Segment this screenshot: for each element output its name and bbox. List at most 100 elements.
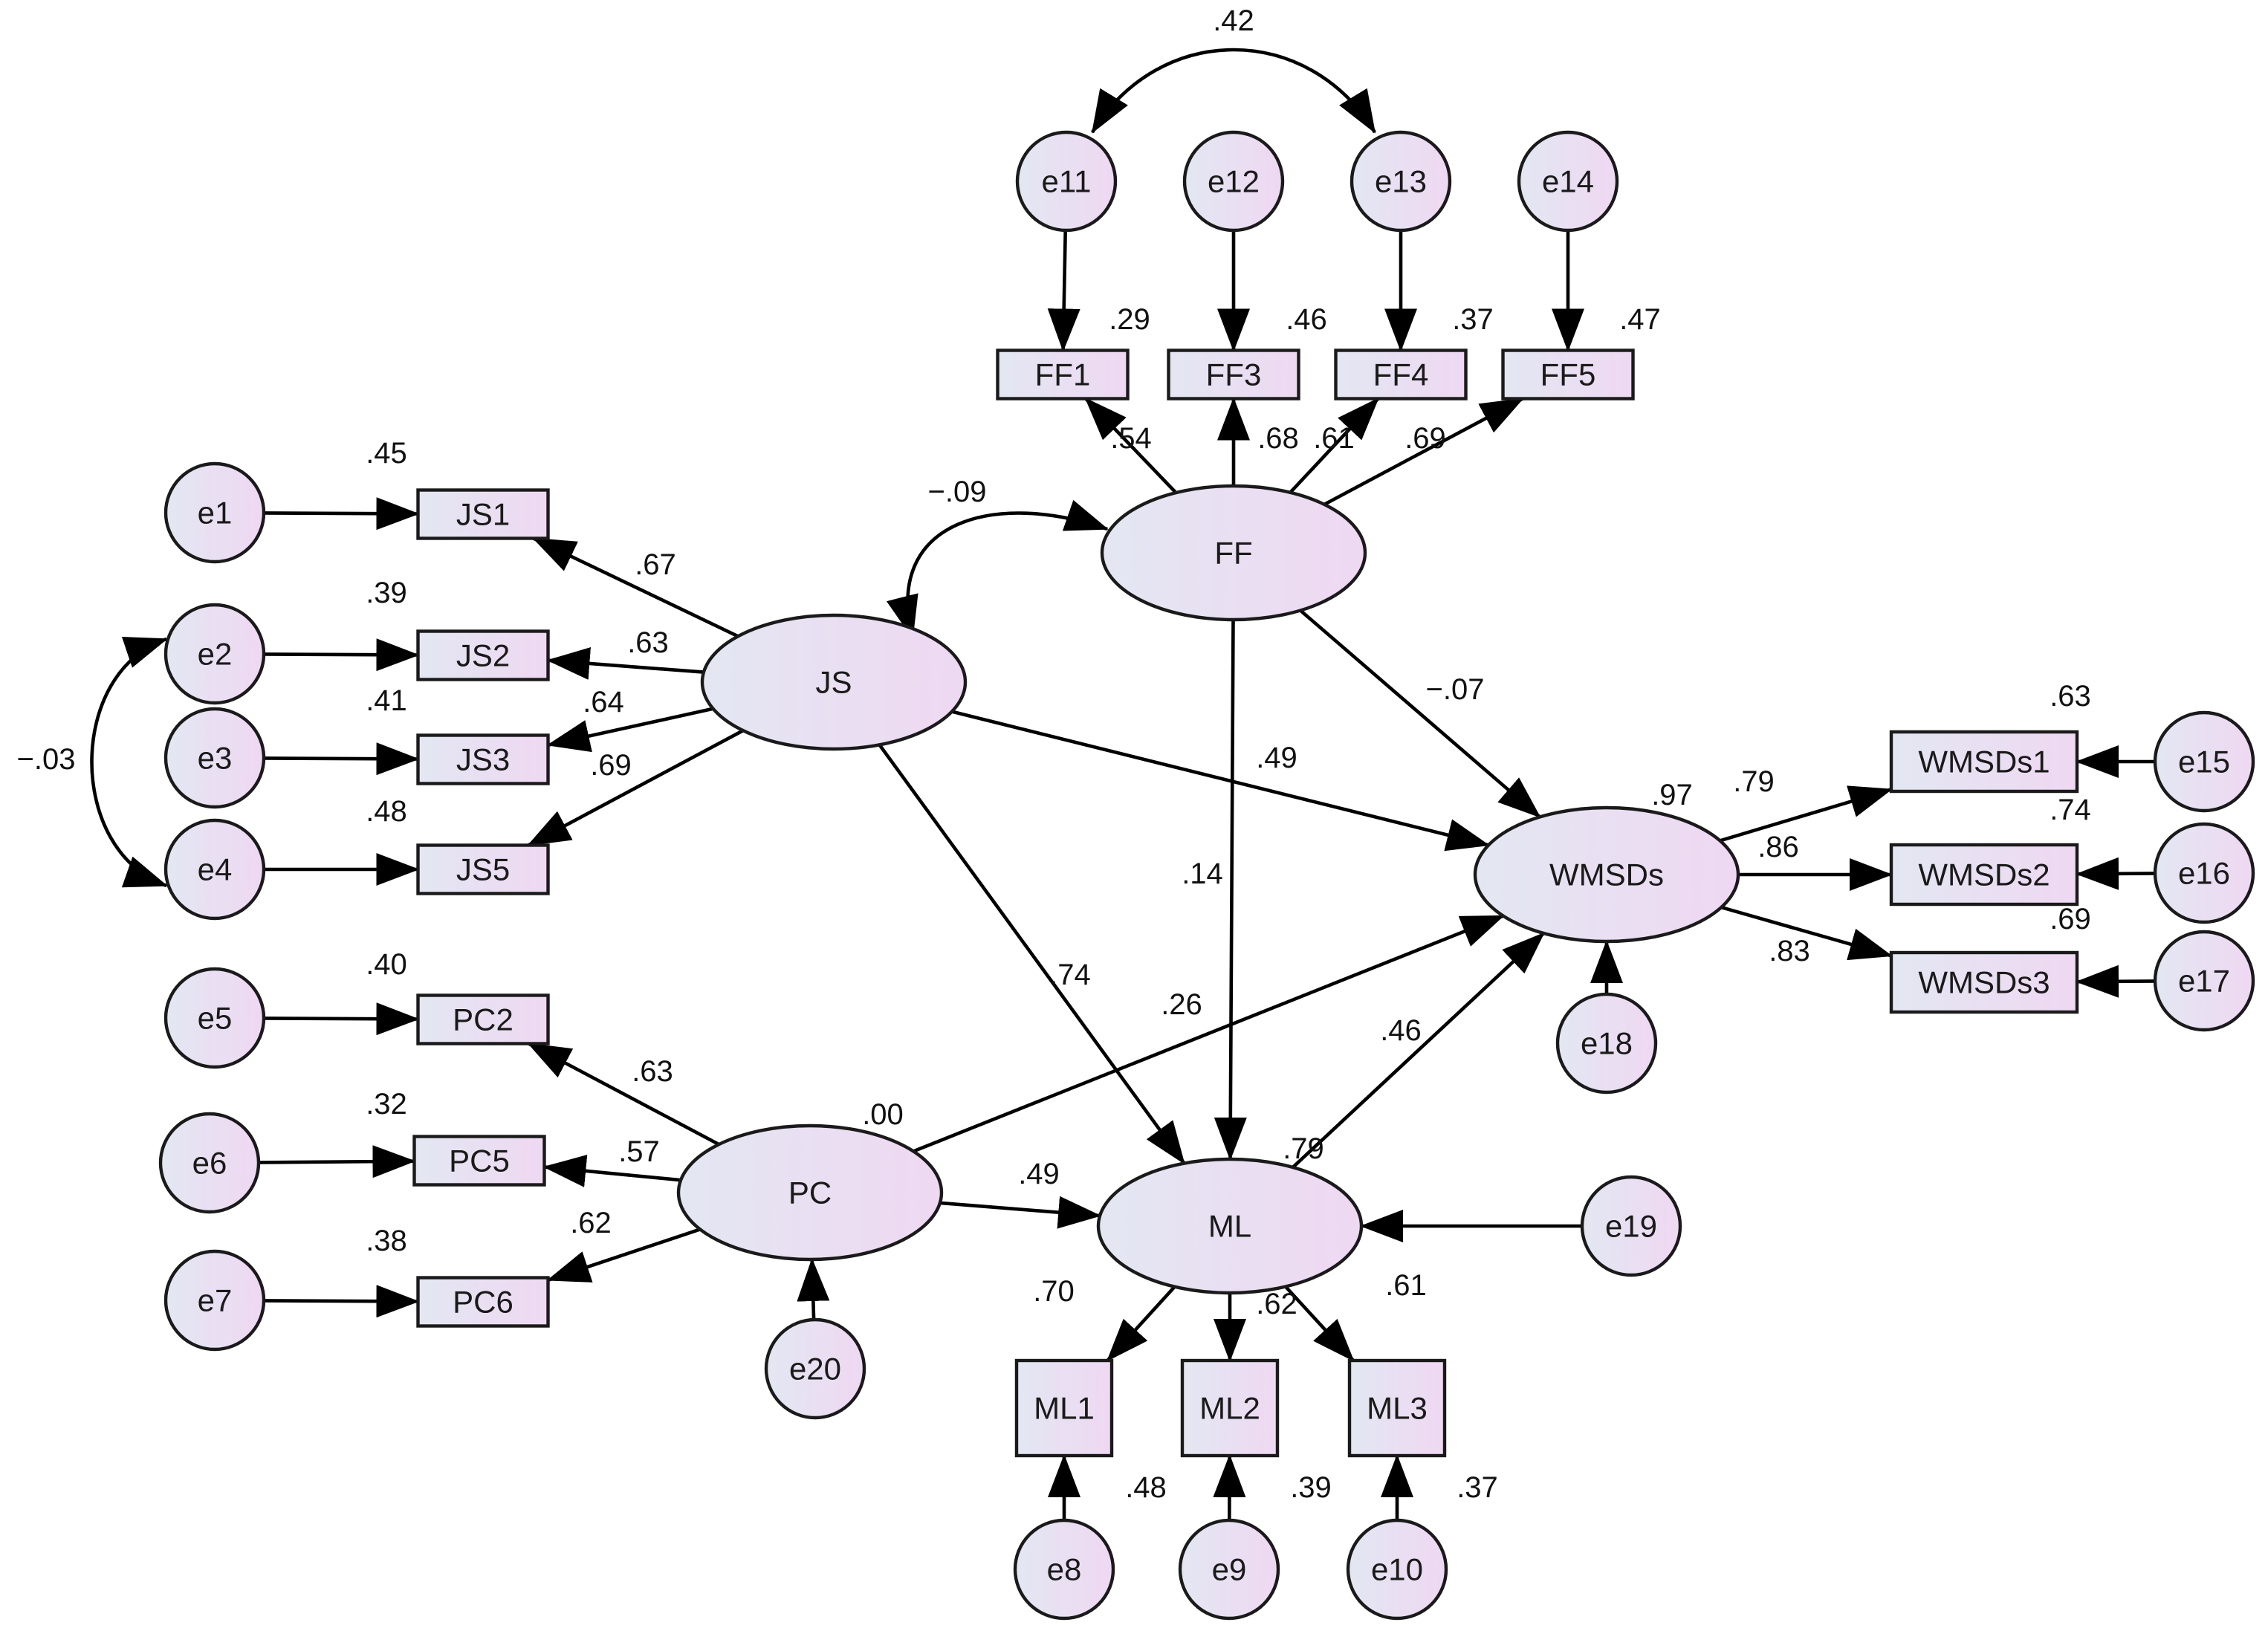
indicator-pc2: PC2 [416,993,550,1045]
circle-shape [1178,1518,1280,1621]
error-term-e10: e10 [1346,1518,1448,1621]
path-js-to-ml [878,744,1186,1165]
rect-shape [1167,348,1300,401]
circle-shape [2153,930,2255,1032]
path-ml-to-ml1 [1106,1285,1176,1362]
error-term-e16: e16 [2153,822,2255,924]
error-term-e4: e4 [163,818,266,921]
circle-shape [163,1249,266,1352]
r-squared-pc6: .38 [366,1225,407,1257]
indicator-wmsds1: WMSDs1 [1889,730,2079,794]
coef-pc-pc6: .62 [570,1207,612,1239]
circle-shape [1580,1175,1682,1277]
covariance-coef-js-ff: −.09 [928,476,987,508]
path-pc-to-pc2 [527,1042,720,1147]
coef-wmsds-wmsds1: .79 [1733,765,1775,798]
rect-shape [1180,1358,1280,1458]
node-label-ml1: ML1 [1034,1391,1095,1426]
node-label-ml: ML [1208,1209,1251,1244]
indicator-wmsds3: WMSDs3 [1889,950,2079,1014]
r-squared-pc2: .40 [366,948,407,981]
rect-shape [1501,348,1635,401]
path-e3-to-js3 [263,742,420,776]
r-squared-js5: .48 [366,795,407,828]
path-e5-to-pc2 [263,1002,420,1036]
coef-wmsds-wmsds3: .83 [1769,935,1810,967]
error-term-e2: e2 [163,603,266,705]
coef-ff-ff1: .54 [1110,422,1152,455]
rect-shape [416,1276,550,1328]
node-label-wmsds2: WMSDs2 [1918,857,2050,892]
coef-pc-pc5: .57 [618,1135,660,1168]
coef-ml-ml1: .70 [1033,1275,1075,1308]
rect-shape [1347,1358,1447,1458]
path-e16-to-wmsds2 [2076,857,2156,890]
indicator-wmsds2: WMSDs2 [1889,843,2079,907]
node-label-e16: e16 [2178,856,2230,891]
coef-js-js1: .67 [635,548,676,581]
path-ff-to-ml [1214,619,1247,1161]
r-squared-wmsds1: .63 [2050,680,2091,713]
coef-ff-ff3: .68 [1257,422,1299,455]
indicator-ff1: FF1 [996,348,1130,401]
error-term-e3: e3 [163,707,266,809]
r-squared-js2: .39 [366,577,407,609]
node-label-e20: e20 [789,1352,841,1387]
ellipse-shape [700,613,968,751]
circle-shape [1013,1518,1115,1621]
r-squared-ml: .79 [1283,1132,1324,1165]
circle-shape [2153,822,2255,924]
node-label-pc5: PC5 [449,1144,510,1178]
r-squared-pc: .00 [862,1098,904,1131]
node-label-js3: JS3 [456,742,510,777]
coef-ml-ml2: .62 [1256,1288,1297,1320]
coefficient-layer: .67 .63 .64 .69 .63 .57 .62 .54 .68 .61 .69 .70 .62.… [17,4,2091,1504]
indicator-js5: JS5 [416,843,550,895]
node-label-e13: e13 [1375,164,1427,199]
error-term-e15: e15 [2153,710,2255,813]
node-label-e5: e5 [198,1001,233,1036]
r-squared-ff4: .37 [1452,303,1494,336]
circle-shape [1182,130,1285,233]
indicator-ml3: ML3 [1347,1358,1447,1458]
rect-shape [416,843,550,895]
coef-ff-ff5: .69 [1404,422,1446,455]
path-pc-to-ml [939,1196,1102,1229]
r-squared-wmsds3: .69 [2050,903,2091,936]
path-js-to-js1 [532,536,739,638]
error-term-e18: e18 [1555,992,1658,1095]
circle-shape [163,461,266,564]
path-ff-to-ff1 [1084,397,1178,494]
coef-pc-ml: .49 [1018,1158,1060,1190]
path-js-to-js2 [546,647,704,680]
rect-shape [412,1135,546,1187]
indicator-pc6: PC6 [416,1276,550,1328]
error-term-e5: e5 [163,967,266,1069]
coef-js-ml: .74 [1049,959,1091,991]
node-label-ff5: FF5 [1540,357,1596,392]
path-wmsds-to-wmsds3 [1720,905,1893,961]
indicator-ff3: FF3 [1167,348,1300,401]
node-label-wmsds3: WMSDs3 [1918,965,2050,1000]
circle-shape [1346,1518,1448,1621]
indicator-ff4: FF4 [1334,348,1468,401]
error-term-e12: e12 [1182,130,1285,233]
latent-js: JS [700,613,968,751]
rect-shape [1334,348,1468,401]
node-label-ff4: FF4 [1373,357,1429,392]
r-squared-ml3: .37 [1457,1471,1498,1504]
coef-pc-pc2: .63 [632,1055,673,1088]
node-label-e17: e17 [2178,964,2230,999]
coef-ml-ml3: .61 [1385,1269,1427,1302]
node-label-js: JS [815,665,852,700]
node-label-e12: e12 [1208,164,1260,199]
covariance-coef-e11-e13: .42 [1213,4,1254,37]
coef-js-js3: .64 [583,686,624,719]
rect-shape [1014,1358,1114,1458]
node-label-e3: e3 [198,741,233,776]
path-pc-to-pc6 [546,1228,701,1283]
r-squared-ff3: .46 [1286,303,1327,336]
circle-shape [163,967,266,1069]
